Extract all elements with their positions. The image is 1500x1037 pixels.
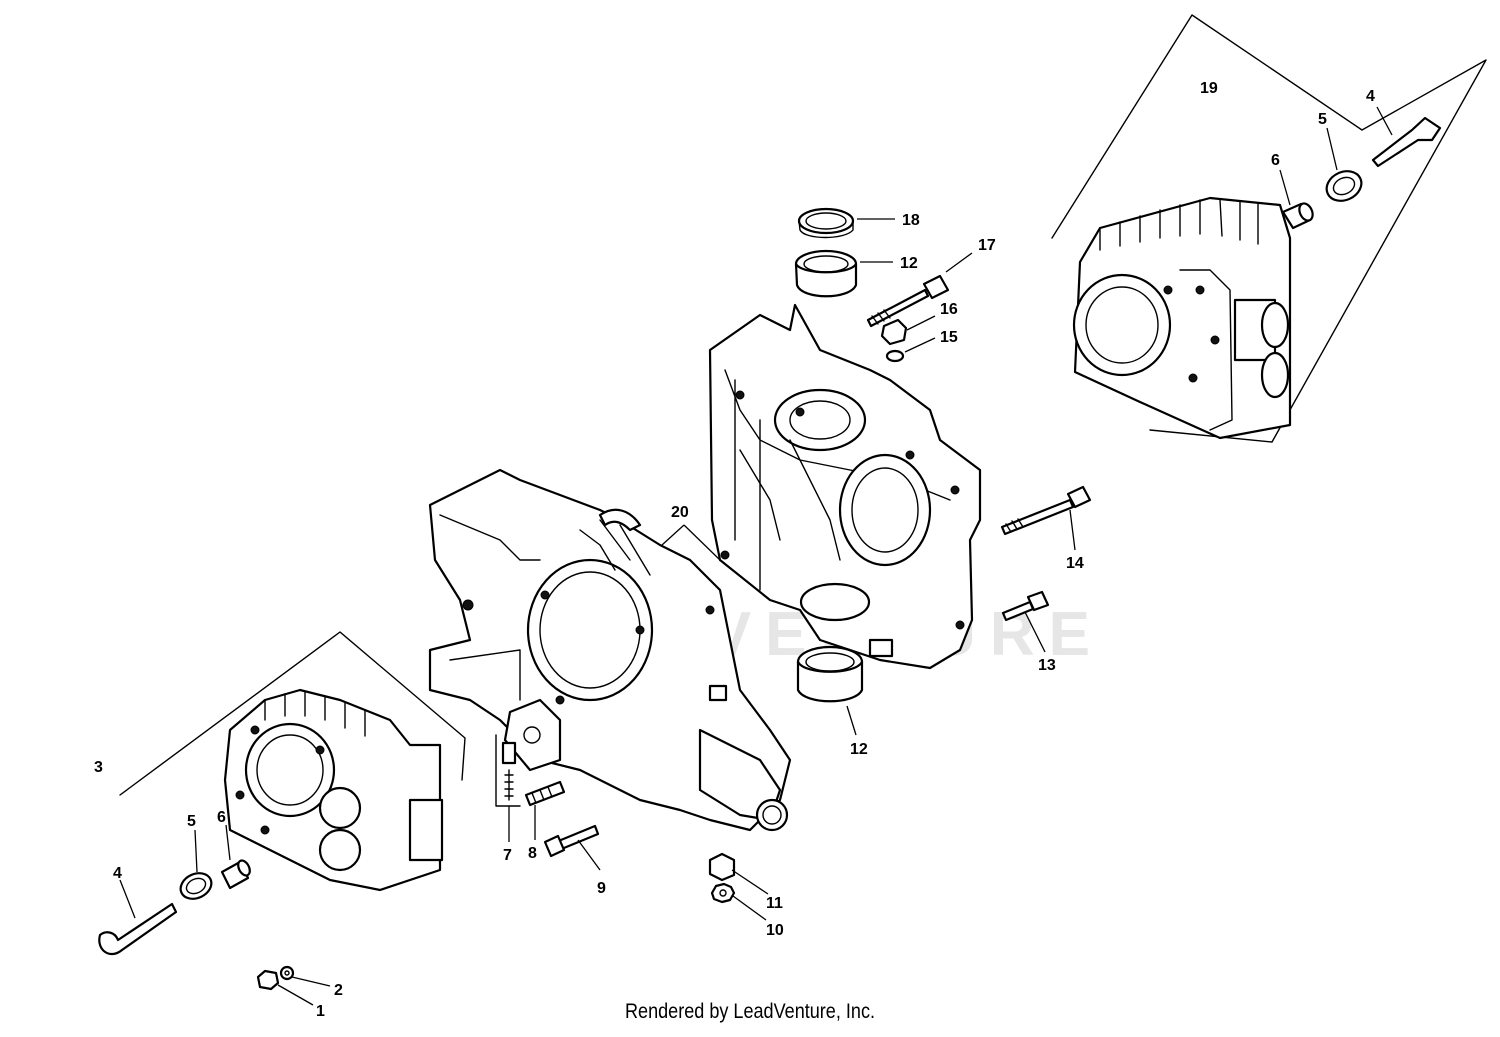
leader-lines [119,106,1393,1006]
callout-10: 10 [766,922,784,939]
callout-18: 18 [902,212,920,229]
callout-13: 13 [1038,657,1056,674]
callout-12-lower: 12 [850,741,868,758]
callout-17: 17 [978,237,996,254]
callout-2: 2 [334,982,343,999]
footer-credit: Rendered by LeadVenture, Inc. [624,1000,876,1023]
callout-4-left: 4 [113,865,122,882]
cylinder-assembly-left [98,631,466,956]
callout-7: 7 [503,847,512,864]
callout-3: 3 [94,759,103,776]
crankcase-half-right [708,303,982,670]
crankcase-half-left [428,468,792,832]
callout-labels: 18 12 17 16 15 19 4 5 6 20 14 13 12 3 5 … [94,80,1375,1020]
callout-6-right: 6 [1271,152,1280,169]
hardware-parts [256,207,1092,991]
callout-14: 14 [1066,555,1084,572]
callout-20: 20 [671,504,689,521]
callout-6-left: 6 [217,809,226,826]
callout-19: 19 [1200,80,1218,97]
callout-9: 9 [597,880,606,897]
callout-12-upper: 12 [900,255,918,272]
callout-4-right: 4 [1366,88,1375,105]
cylinder-assembly-right [1051,14,1487,443]
callout-15: 15 [940,329,958,346]
callout-5-left: 5 [187,813,196,830]
callout-5-right: 5 [1318,111,1327,128]
callout-11: 11 [766,895,783,912]
callout-1: 1 [316,1003,325,1020]
callout-16: 16 [940,301,958,318]
callout-8: 8 [528,845,537,862]
